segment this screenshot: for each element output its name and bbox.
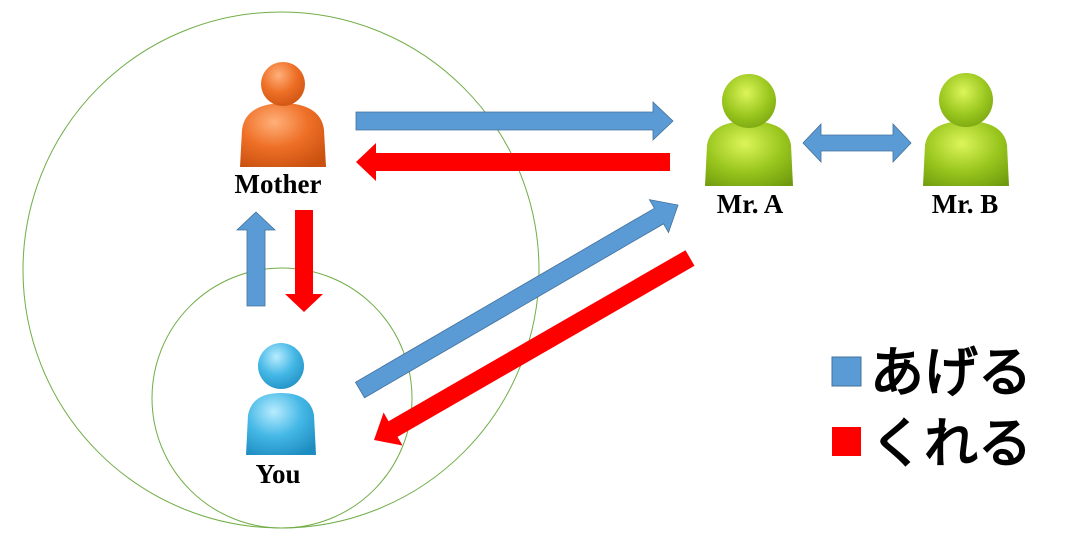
arrow-you-to-mr-a [354, 199, 679, 399]
label-mr-b: Mr. B [932, 189, 999, 219]
person-head [258, 343, 304, 389]
label-you: You [255, 459, 300, 489]
person-you: You [246, 343, 316, 489]
person-icon [705, 121, 793, 186]
legend-swatch-ageru [831, 356, 862, 387]
person-mother: Mother [235, 62, 326, 199]
person-icon [923, 121, 1009, 186]
person-icon [246, 393, 316, 455]
inner-circle-self [151, 267, 413, 529]
arrow-mr-a-mr-b [802, 122, 912, 164]
person-head [261, 62, 305, 106]
legend-label-ageru: あげる [870, 341, 1032, 404]
label-mother: Mother [235, 169, 322, 199]
arrow-mr-a-to-you [374, 250, 695, 446]
legend: あげる くれる [831, 341, 1032, 475]
arrow-mr-a-to-mother [356, 143, 670, 181]
person-head [722, 74, 776, 128]
arrow-you-to-mother [235, 211, 277, 307]
arrow-mother-to-you [285, 210, 323, 312]
person-mr-b: Mr. B [923, 73, 1009, 219]
person-head [939, 73, 993, 127]
person-icon [240, 103, 326, 167]
legend-label-kureru: くれる [870, 412, 1032, 475]
legend-swatch-kureru [832, 427, 861, 456]
label-mr-a: Mr. A [717, 189, 784, 219]
arrow-mother-to-mr-a [355, 101, 674, 141]
person-mr-a: Mr. A [705, 74, 793, 219]
